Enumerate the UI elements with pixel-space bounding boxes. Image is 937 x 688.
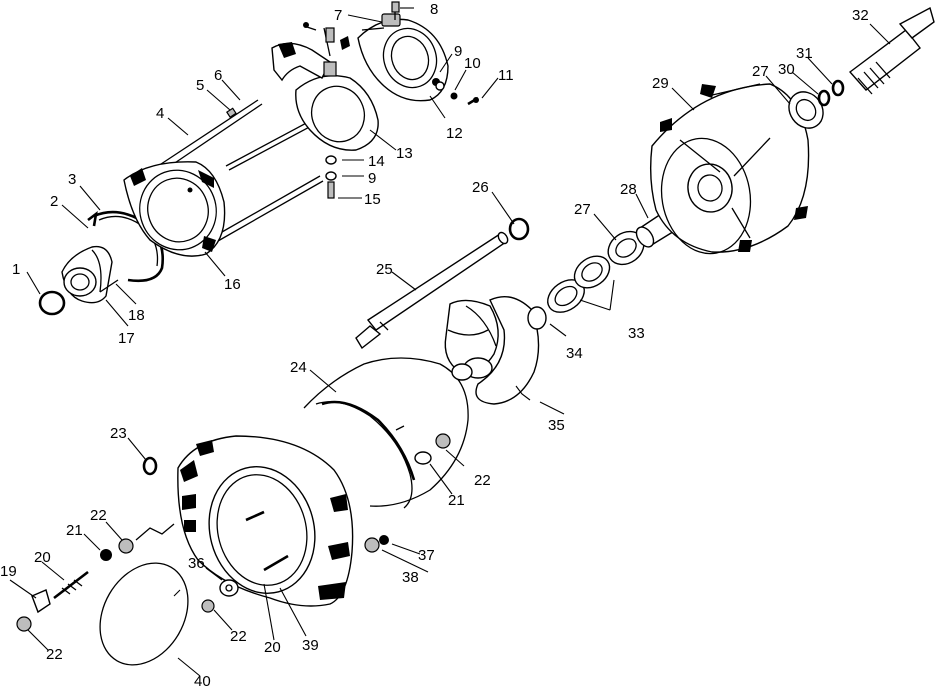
part-9-washer-bottom: [325, 171, 337, 181]
callout-11: 11: [498, 67, 514, 84]
callout-39: 39: [302, 637, 319, 654]
part-17-nozzle: [61, 245, 119, 304]
callout-28: 28: [620, 181, 637, 198]
part-35-impeller: [444, 296, 540, 405]
part-40-gasket: [99, 562, 189, 666]
part-22-nut-left: [118, 538, 134, 554]
callout-34: 34: [566, 345, 583, 362]
callout-16: 16: [224, 276, 241, 293]
callout-9-top: 9: [454, 43, 462, 60]
callout-12: 12: [446, 125, 463, 142]
part-9-washer-top: [435, 81, 445, 91]
part-10-nut: [450, 92, 458, 100]
callout-27-upper: 27: [752, 63, 769, 80]
part-31-o-ring: [831, 79, 845, 97]
part-23-o-ring: [142, 456, 158, 476]
part-39-intake-housing: [177, 435, 354, 607]
callout-31: 31: [796, 45, 813, 62]
callout-13: 13: [396, 145, 413, 162]
callout-21-right: 21: [448, 492, 465, 509]
callout-22-bottom: 22: [230, 628, 247, 645]
callout-17: 17: [118, 330, 135, 347]
part-11-bolt: [467, 96, 479, 106]
part-32-shaft: [848, 6, 935, 95]
callout-22-right: 22: [474, 472, 491, 489]
callout-3: 3: [68, 171, 76, 188]
part-21-washer-left: [100, 549, 112, 561]
part-12-reverse-gate: [357, 13, 449, 102]
callout-32: 32: [852, 7, 869, 24]
callout-38: 38: [402, 569, 419, 586]
callout-labels: 1 2 3 4 5 6 7 8 9 9 10 11 12 13 14 15 16…: [0, 1, 869, 688]
callout-24: 24: [290, 359, 307, 376]
callout-15: 15: [364, 191, 381, 208]
callout-19: 19: [0, 563, 17, 580]
callout-22-left: 22: [90, 507, 107, 524]
part-22-nut-lower-left: [16, 616, 32, 632]
part-14-washer: [325, 155, 337, 165]
part-20-stud: [53, 570, 89, 600]
part-16-reverse-housing: [123, 161, 226, 257]
callout-37: 37: [418, 547, 435, 564]
callout-14: 14: [368, 153, 385, 170]
part-29-pump-housing: [649, 83, 810, 255]
callout-21-left: 21: [66, 522, 83, 539]
callout-8: 8: [430, 1, 438, 18]
part-36-washer: [219, 579, 239, 597]
leader-lines: [9, 7, 891, 677]
callout-20-left: 20: [34, 549, 51, 566]
callout-2: 2: [50, 193, 58, 210]
part-37-fitting: [364, 535, 389, 553]
callout-4: 4: [156, 105, 164, 122]
callout-40: 40: [194, 673, 211, 688]
part-26-seal: [508, 217, 530, 241]
callout-5: 5: [196, 77, 204, 94]
part-15-bolt: [327, 181, 335, 199]
part-22-nut-bottom: [201, 599, 215, 613]
part-13-bracket: [271, 22, 379, 151]
part-24-wear-ring: [303, 357, 469, 509]
part-25-drive-shaft: [355, 231, 509, 350]
callout-1: 1: [12, 261, 20, 278]
callout-9-bottom: 9: [368, 170, 376, 187]
callout-6: 6: [214, 67, 222, 84]
callout-23: 23: [110, 425, 127, 442]
callout-22-lower-left: 22: [46, 646, 63, 663]
part-1-o-ring: [38, 290, 66, 316]
part-34-spacer: [527, 306, 547, 330]
part-8-screw: [391, 1, 400, 20]
callout-30: 30: [778, 61, 795, 78]
part-linkage: [135, 523, 175, 541]
callout-33: 33: [628, 325, 645, 342]
part-30-seal: [817, 89, 831, 107]
callout-10: 10: [464, 55, 481, 72]
callout-26: 26: [472, 179, 489, 196]
part-33-bearings: [547, 255, 611, 313]
callout-20-bottom: 20: [264, 639, 281, 656]
part-drawings: [16, 1, 935, 666]
callout-7: 7: [334, 7, 342, 24]
callout-29: 29: [652, 75, 669, 92]
callout-35: 35: [548, 417, 565, 434]
callout-36: 36: [188, 555, 205, 572]
callout-18: 18: [128, 307, 145, 324]
callout-25: 25: [376, 261, 393, 278]
part-19-bracket: [31, 589, 51, 614]
callout-27-lower: 27: [574, 201, 591, 218]
